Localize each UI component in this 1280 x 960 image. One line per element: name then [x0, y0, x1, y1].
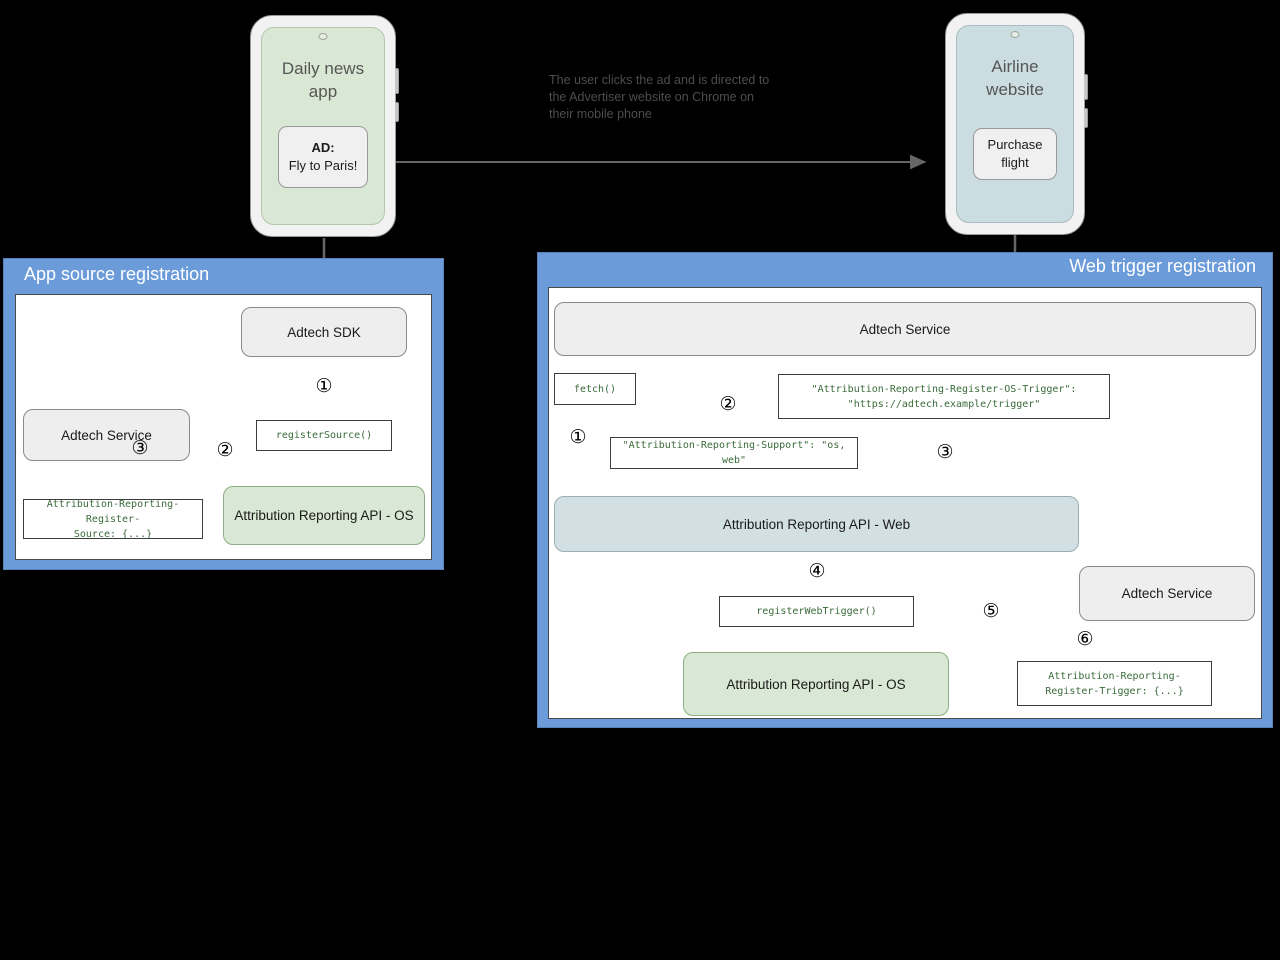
- node-attribution-reporting-api-os-left[interactable]: Attribution Reporting API - OS: [223, 486, 425, 545]
- code-register-web-trigger: registerWebTrigger(): [719, 596, 914, 627]
- phone-button-volume-right: [1084, 74, 1088, 100]
- phone-button-volume: [395, 68, 399, 94]
- code-fetch: fetch(): [554, 373, 636, 405]
- step-marker-4-right: ④: [808, 560, 826, 582]
- camera-icon-right: [1010, 31, 1020, 38]
- step-marker-1-left: ①: [315, 375, 333, 397]
- panel-title-web-trigger: Web trigger registration: [1069, 256, 1256, 276]
- ad-text: Fly to Paris!: [288, 158, 358, 173]
- code-attribution-reporting-register-source: Attribution-Reporting-Register- Source: …: [23, 499, 203, 540]
- step-marker-2-right: ②: [719, 393, 737, 415]
- step-marker-5-right: ⑤: [982, 600, 1000, 622]
- phone-button-power: [395, 102, 399, 122]
- ad-card[interactable]: AD: Fly to Paris!: [278, 126, 368, 188]
- phone-screen-news: Daily news app AD: Fly to Paris!: [261, 27, 385, 225]
- purchase-flight-button[interactable]: Purchase flight: [973, 128, 1057, 180]
- step-marker-3-right: ③: [936, 441, 954, 463]
- phone-title-news: Daily news app: [281, 59, 365, 101]
- node-attribution-reporting-api-web[interactable]: Attribution Reporting API - Web: [554, 496, 1079, 552]
- purchase-flight-line1: Purchase: [987, 137, 1043, 153]
- node-adtech-service-bottom-right[interactable]: Adtech Service: [1079, 566, 1255, 621]
- code-attribution-reporting-register-trigger: Attribution-Reporting- Register-Trigger:…: [1017, 661, 1212, 706]
- node-adtech-service-left[interactable]: Adtech Service: [23, 409, 190, 461]
- code-register-source: registerSource(): [256, 420, 392, 451]
- phone-title-airline: Airline website: [986, 57, 1044, 99]
- purchase-flight-line2: flight: [1001, 155, 1029, 170]
- step-marker-6-right: ⑥: [1076, 628, 1094, 650]
- phone-airline-website: Airline website Purchase flight: [945, 13, 1088, 235]
- phone-daily-news-app: Daily news app AD: Fly to Paris!: [250, 15, 399, 237]
- phone-screen-airline: Airline website Purchase flight: [956, 25, 1074, 223]
- step-marker-3-left: ③: [131, 437, 149, 459]
- code-attribution-reporting-register-os-trigger: "Attribution-Reporting-Register-OS-Trigg…: [778, 374, 1110, 419]
- step-marker-2-left: ②: [216, 439, 234, 461]
- step-marker-1-right: ①: [569, 426, 587, 448]
- node-attribution-reporting-api-os-right[interactable]: Attribution Reporting API - OS: [683, 652, 949, 716]
- code-attribution-reporting-support: "Attribution-Reporting-Support": "os, we…: [610, 437, 858, 469]
- phone-button-power-right: [1084, 108, 1088, 128]
- node-adtech-service-top-right[interactable]: Adtech Service: [554, 302, 1256, 356]
- node-adtech-sdk[interactable]: Adtech SDK: [241, 307, 407, 357]
- ad-label: AD:: [311, 140, 335, 156]
- panel-title-app-source: App source registration: [24, 264, 210, 284]
- camera-icon: [318, 33, 328, 40]
- flow-caption: The user clicks the ad and is directed t…: [549, 73, 770, 122]
